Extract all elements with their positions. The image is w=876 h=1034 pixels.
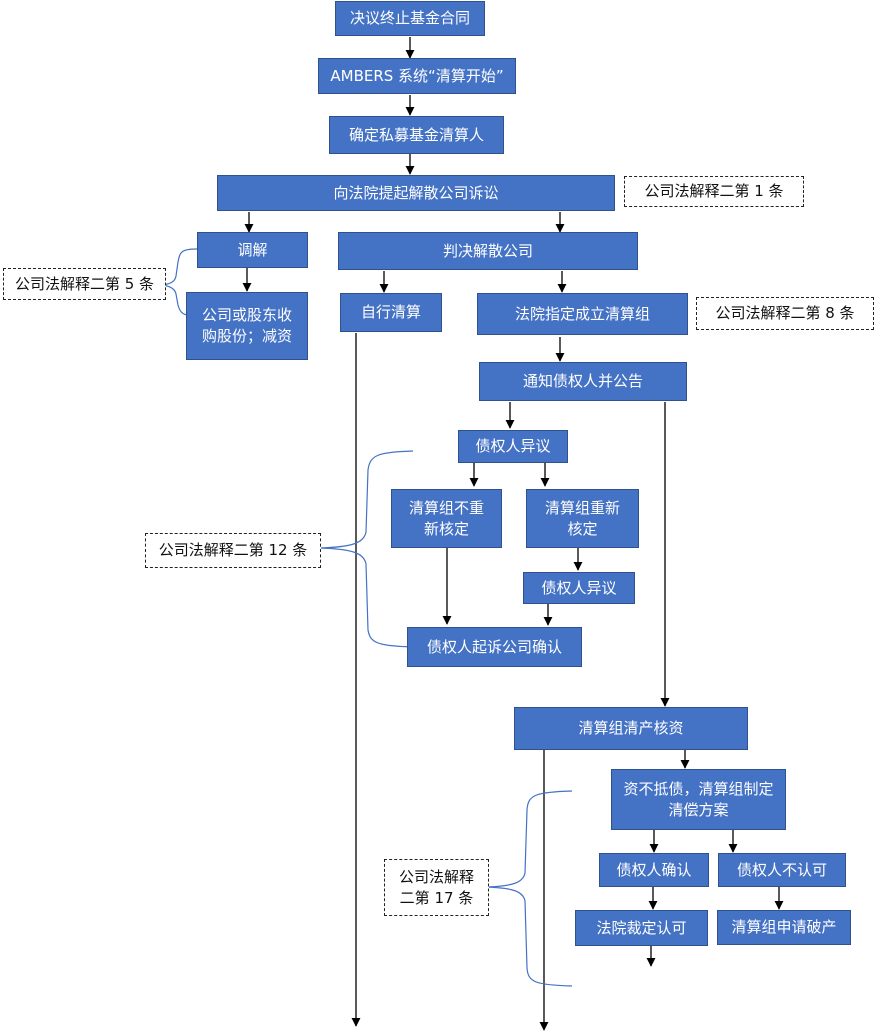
node-creditor-reject: 债权人不认可 xyxy=(718,853,846,887)
node-group-recheck: 清算组重新 核定 xyxy=(526,489,639,548)
node-group-no-recheck: 清算组不重 新核定 xyxy=(391,489,502,548)
bracket-art-12 xyxy=(319,450,414,648)
note-interp-2-art-8: 公司法解释二第 8 条 xyxy=(696,297,874,330)
node-notify-creditors: 通知债权人并公告 xyxy=(479,362,687,401)
node-group-apply-bankruptcy: 清算组申请破产 xyxy=(717,910,851,945)
node-creditor-sue-confirm: 债权人起诉公司确认 xyxy=(407,627,582,667)
node-asset-verification: 清算组清产核资 xyxy=(514,707,748,750)
node-determine-liquidator: 确定私募基金清算人 xyxy=(329,116,504,154)
node-creditor-objection-2: 债权人异议 xyxy=(523,572,635,604)
note-interp-2-art-17: 公司法解释 二第 17 条 xyxy=(384,859,489,916)
node-insolvent-plan: 资不抵债，清算组制定 清偿方案 xyxy=(611,769,786,830)
node-self-liquidation: 自行清算 xyxy=(340,293,442,332)
node-ambers-start: AMBERS 系统“清算开始” xyxy=(318,58,516,94)
node-court-appoint-group: 法院指定成立清算组 xyxy=(477,293,688,335)
node-mediation: 调解 xyxy=(197,232,308,268)
node-buyback-reduce: 公司或股东收 购股份；减资 xyxy=(186,292,308,360)
node-judgment-dissolve: 判决解散公司 xyxy=(338,232,638,270)
node-court-ruling-approve: 法院裁定认可 xyxy=(575,910,708,946)
node-creditor-confirm: 债权人确认 xyxy=(599,853,709,887)
bracket-art-17 xyxy=(486,790,573,987)
note-interp-2-art-12: 公司法解释二第 12 条 xyxy=(145,533,321,568)
node-creditor-objection-1: 债权人异议 xyxy=(458,430,568,463)
node-court-dissolution-suit: 向法院提起解散公司诉讼 xyxy=(217,175,615,211)
note-interp-2-art-1: 公司法解释二第 1 条 xyxy=(624,176,804,207)
note-interp-2-art-5: 公司法解释二第 5 条 xyxy=(3,268,166,300)
node-resolve-terminate: 决议终止基金合同 xyxy=(335,1,485,36)
